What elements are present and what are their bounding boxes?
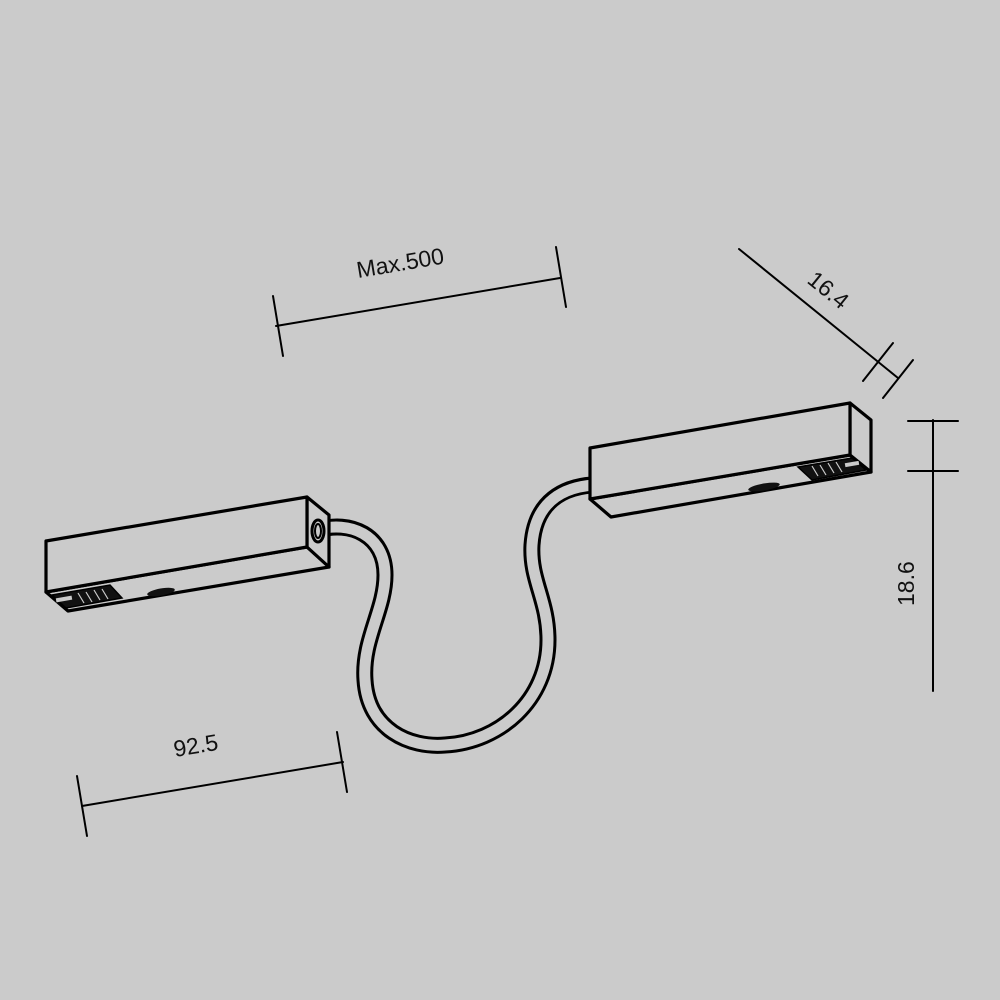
dimension-label-92-5: 92.5: [172, 729, 220, 762]
dimension-cable-length: Max.500: [272, 243, 567, 357]
dimension-connector-length: 92.5: [76, 729, 348, 837]
dimension-label-max-500: Max.500: [355, 243, 446, 283]
right-connector: [588, 401, 873, 519]
dimension-height: 18.6: [893, 419, 959, 692]
left-connector: [44, 495, 331, 613]
dimension-label-18-6: 18.6: [893, 561, 919, 606]
flexible-cable: [314, 476, 595, 754]
dimension-width: 16.4: [738, 248, 914, 399]
